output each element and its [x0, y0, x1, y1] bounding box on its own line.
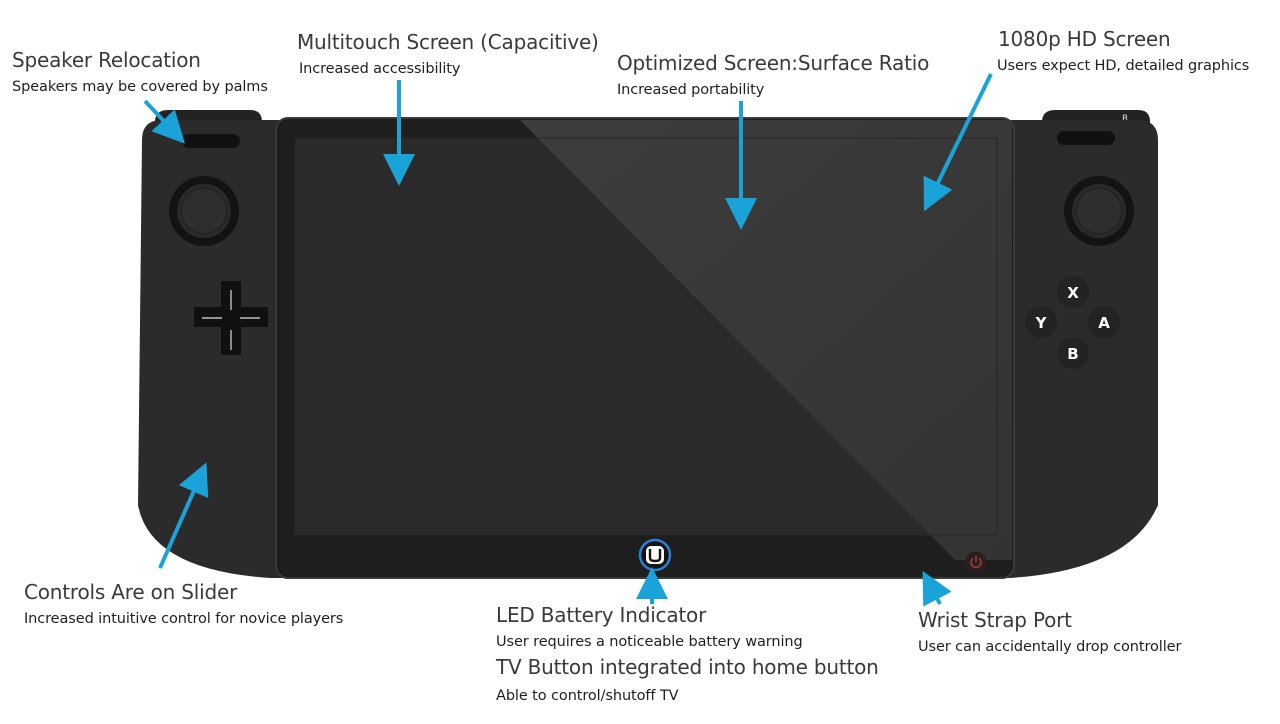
wrist-strap-subtitle: User can accidentally drop controller — [918, 639, 1182, 655]
a-button[interactable]: A — [1088, 306, 1120, 338]
speaker-arrow — [143, 99, 185, 144]
screen-glare — [520, 120, 1012, 560]
right-speaker — [1057, 131, 1115, 145]
right-analog-stick[interactable] — [1064, 176, 1134, 246]
left-speaker — [182, 134, 240, 148]
controls-slider-subtitle: Increased intuitive control for novice p… — [24, 611, 344, 627]
wrist-arrow — [922, 570, 952, 607]
x-button[interactable]: X — [1057, 276, 1089, 308]
multitouch-subtitle: Increased accessibility — [299, 61, 461, 77]
tv-button-title: TV Button integrated into home button — [496, 655, 879, 679]
svg-text:A: A — [1098, 314, 1110, 332]
speaker-relocation-subtitle: Speakers may be covered by palms — [12, 79, 268, 95]
y-button[interactable]: Y — [1025, 306, 1057, 338]
controls-arrow — [158, 462, 209, 569]
tv-button-subtitle: Able to control/shutoff TV — [496, 688, 679, 704]
svg-text:B: B — [1067, 345, 1078, 363]
right-shoulder-label: R — [1122, 114, 1128, 124]
screen-ratio-title: Optimized Screen:Surface Ratio — [617, 51, 930, 75]
d-pad[interactable] — [194, 281, 268, 355]
hd-arrow — [923, 73, 993, 212]
b-button[interactable]: B — [1057, 337, 1089, 369]
hd-screen-title: 1080p HD Screen — [998, 27, 1171, 51]
controls-slider-title: Controls Are on Slider — [24, 580, 238, 604]
led-battery-subtitle: User requires a noticeable battery warni… — [496, 634, 803, 650]
multitouch-title: Multitouch Screen (Capacitive) — [297, 30, 599, 54]
screen-ratio-subtitle: Increased portability — [617, 82, 765, 98]
svg-text:X: X — [1067, 284, 1079, 302]
led-battery-title: LED Battery Indicator — [496, 603, 707, 627]
wrist-strap-title: Wrist Strap Port — [918, 608, 1072, 632]
home-u-icon — [646, 546, 664, 564]
power-button[interactable] — [965, 551, 987, 573]
home-button[interactable] — [638, 538, 672, 572]
power-icon — [970, 556, 982, 569]
hd-screen-subtitle: Users expect HD, detailed graphics — [997, 58, 1250, 74]
svg-text:Y: Y — [1035, 314, 1048, 332]
speaker-relocation-title: Speaker Relocation — [12, 48, 201, 72]
left-analog-stick[interactable] — [169, 176, 239, 246]
